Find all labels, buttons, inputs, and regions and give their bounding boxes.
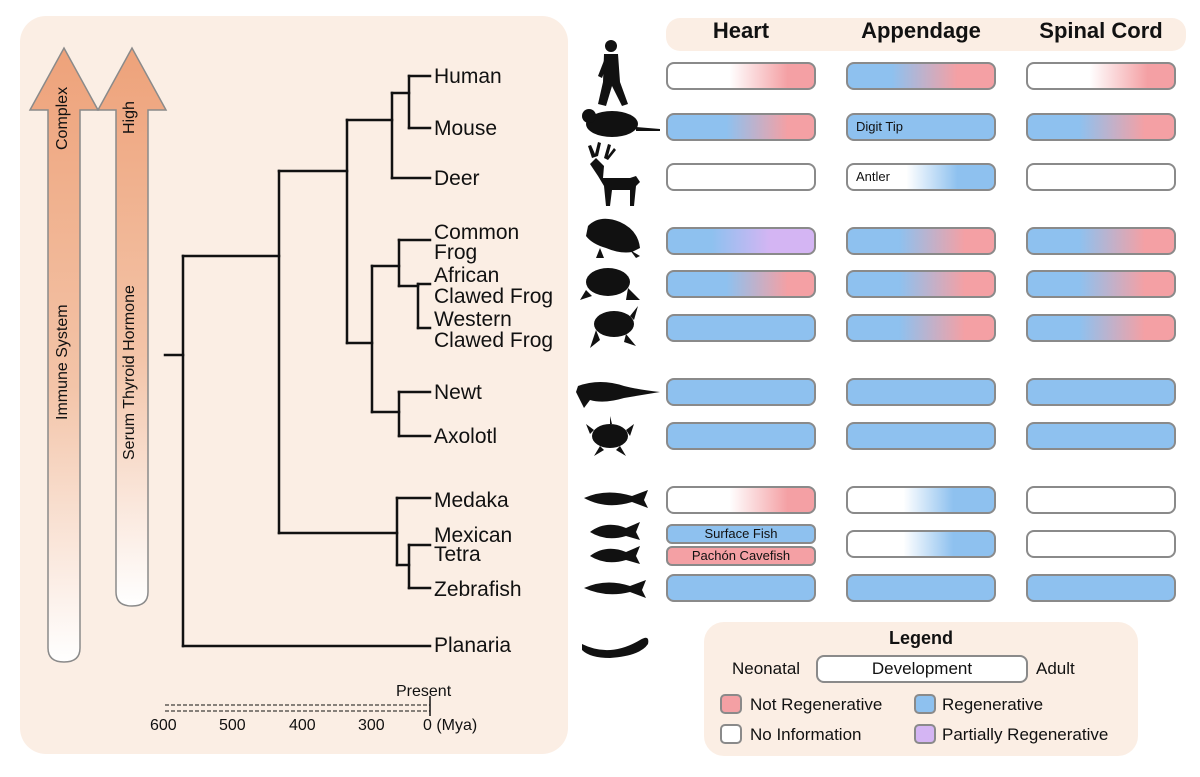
legend-box: Legend Neonatal Development Adult Not Re…: [704, 622, 1138, 756]
tick-0-mya: 0 (Mya): [423, 717, 478, 734]
thyroid-top-label: High: [121, 101, 138, 134]
surface-fish-silhouette-icon: [590, 522, 640, 540]
legend-swatch-no-information: [720, 724, 742, 744]
bar-newt-spinal-cord: [1026, 378, 1176, 406]
bar-medaka-spinal-cord: [1026, 486, 1176, 514]
bar-medaka-appendage: [846, 486, 996, 514]
legend-not-regenerative: Not Regenerative: [750, 695, 883, 714]
bar-axolotl-spinal-cord: [1026, 422, 1176, 450]
bar-mouse-appendage: Digit Tip: [846, 113, 996, 141]
newt-silhouette-icon: [576, 382, 660, 408]
legend-swatch-regenerative: [914, 694, 936, 714]
bar-deer-appendage: Antler: [846, 163, 996, 191]
bar-tetra-spinal-cord: [1026, 530, 1176, 558]
species-western-clawed-frog-line2: Clawed Frog: [434, 329, 554, 352]
bar-axolotl-appendage: [846, 422, 996, 450]
species-mexican-tetra: Mexican: [434, 524, 513, 547]
bar-tetra-surface-fish-heart: Surface Fish: [666, 524, 816, 544]
bar-newt-heart: [666, 378, 816, 406]
bar-medaka-heart: [666, 486, 816, 514]
column-heart: Heart: [712, 18, 770, 43]
species-western-clawed-frog: Western: [434, 308, 512, 331]
bar-western-clawed-frog-spinal-cord: [1026, 314, 1176, 342]
deer-appendage-label: Antler: [856, 169, 890, 184]
legend-no-information: No Information: [750, 725, 862, 744]
thyroid-hormone-arrow: [96, 46, 168, 607]
bar-mouse-spinal-cord: [1026, 113, 1176, 141]
axolotl-silhouette-icon: [586, 416, 634, 456]
legend-title: Legend: [888, 628, 953, 648]
species-common-frog: Common: [434, 221, 520, 244]
tick-300: 300: [358, 717, 385, 734]
immune-top-label: Complex: [54, 86, 71, 150]
column-header-band: [666, 18, 1186, 51]
species-zebrafish: Zebrafish: [434, 578, 522, 601]
bar-tetra-appendage: [846, 530, 996, 558]
bar-common-frog-heart: [666, 227, 816, 255]
species-african-clawed-frog-line2: Clawed Frog: [434, 285, 554, 308]
species-axolotl: Axolotl: [434, 425, 498, 448]
legend-partially-regenerative: Partially Regenerative: [942, 725, 1109, 744]
bar-deer-spinal-cord: [1026, 163, 1176, 191]
tick-600: 600: [150, 717, 177, 734]
bar-zebrafish-spinal-cord: [1026, 574, 1176, 602]
bar-mouse-heart: [666, 113, 816, 141]
bar-african-clawed-frog-appendage: [846, 270, 996, 298]
species-common-frog-line2: Frog: [434, 241, 478, 264]
deer-silhouette-icon: [588, 142, 640, 206]
bar-axolotl-heart: [666, 422, 816, 450]
medaka-silhouette-icon: [584, 490, 648, 508]
immune-system-arrow: [28, 46, 100, 663]
legend-swatch-partially-regenerative: [914, 724, 936, 744]
column-spinal-cord: Spinal Cord: [1039, 18, 1163, 43]
timescale: [165, 696, 431, 716]
thyroid-side-label: Serum Thyroid Hormone: [121, 285, 138, 460]
bar-human-spinal-cord: [1026, 62, 1176, 90]
bar-deer-heart: [666, 163, 816, 191]
mouse-appendage-label: Digit Tip: [856, 119, 903, 134]
column-appendage: Appendage: [861, 18, 981, 43]
mouse-silhouette-icon: [582, 109, 660, 137]
bar-human-appendage: [846, 62, 996, 90]
planaria-silhouette-icon: [582, 637, 649, 658]
tick-400: 400: [289, 717, 316, 734]
phylogenetic-tree: [163, 74, 432, 648]
tick-500: 500: [219, 717, 246, 734]
bar-zebrafish-appendage: [846, 574, 996, 602]
species-african-clawed-frog: African: [434, 264, 500, 287]
bar-common-frog-appendage: [846, 227, 996, 255]
zebrafish-silhouette-icon: [584, 580, 646, 598]
bar-western-clawed-frog-heart: [666, 314, 816, 342]
species-planaria: Planaria: [434, 634, 512, 657]
legend-swatch-not-regenerative: [720, 694, 742, 714]
western-clawed-frog-silhouette-icon: [590, 306, 638, 348]
species-mouse: Mouse: [434, 117, 498, 140]
cavefish-silhouette-icon: [590, 546, 640, 564]
species-newt: Newt: [434, 381, 482, 404]
legend-development-bar: Development: [816, 655, 1028, 683]
bar-african-clawed-frog-heart: [666, 270, 816, 298]
legend-adult: Adult: [1036, 659, 1075, 678]
bar-common-frog-spinal-cord: [1026, 227, 1176, 255]
species-medaka: Medaka: [434, 489, 509, 512]
bar-tetra-cavefish-heart: Pachón Cavefish: [666, 546, 816, 566]
african-clawed-frog-silhouette-icon: [580, 268, 640, 300]
legend-regenerative: Regenerative: [942, 695, 1044, 714]
phylogeny-panel: [20, 16, 568, 754]
immune-side-label: Immune System: [54, 304, 71, 420]
species-mexican-tetra-line2: Tetra: [434, 543, 481, 566]
bar-african-clawed-frog-spinal-cord: [1026, 270, 1176, 298]
bar-newt-appendage: [846, 378, 996, 406]
human-silhouette-icon: [598, 40, 628, 106]
timescale-present: Present: [396, 683, 452, 700]
species-deer: Deer: [434, 167, 480, 190]
bar-zebrafish-heart: [666, 574, 816, 602]
legend-neonatal: Neonatal: [732, 659, 801, 678]
bar-western-clawed-frog-appendage: [846, 314, 996, 342]
species-human: Human: [434, 65, 502, 88]
common-frog-silhouette-icon: [586, 218, 640, 258]
bar-human-heart: [666, 62, 816, 90]
